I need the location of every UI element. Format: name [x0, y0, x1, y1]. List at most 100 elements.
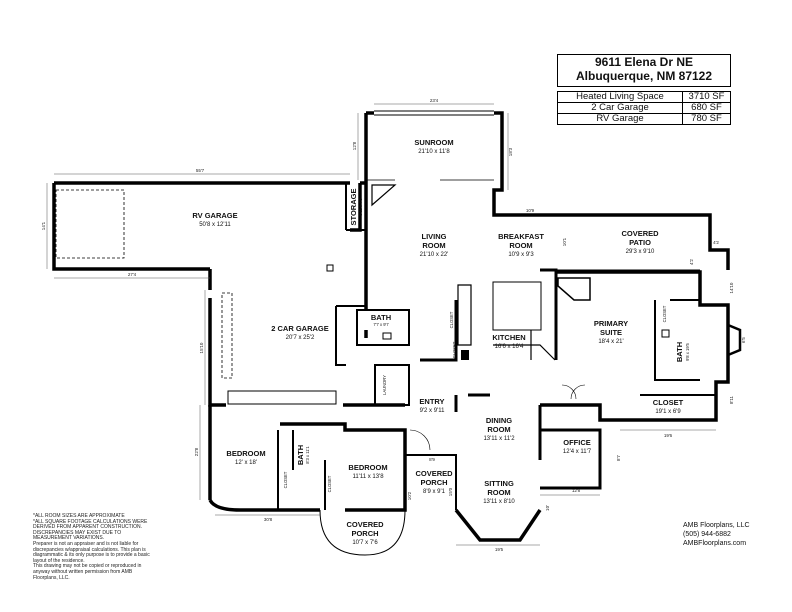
sunroom-dims: 21'10 x 11'8 [418, 149, 450, 155]
toilet-fixture [326, 264, 334, 272]
disclaimer-line: Preparer is not an appraiser and is not … [33, 540, 139, 547]
kitchen-wall [420, 268, 558, 362]
disclaimer-line: anyway without written permission from A… [33, 568, 133, 575]
dim-label: 30'8 [264, 517, 273, 522]
sunroom-label: SUNROOM [414, 138, 453, 147]
closet-entry-label: CLOSET [449, 311, 454, 328]
rv-garage-label: RV GARAGE [192, 211, 237, 220]
porch2-dims: 10'7 x 7'6 [352, 540, 378, 546]
primary-label-2: SUITE [600, 328, 622, 337]
sitting-label-2: ROOM [487, 488, 510, 497]
office-label: OFFICE [563, 438, 591, 447]
storage-dims: 5'11 x 7'8 [358, 198, 363, 216]
primary-walls [540, 270, 730, 422]
bath1-walls [356, 309, 410, 346]
disclaimer-line: DERIVED FROM APPARENT CONSTRUCTION. [33, 524, 142, 531]
entry-dims: 9'2 x 9'11 [420, 408, 446, 414]
breakfast-dims: 10'9 x 9'3 [508, 252, 534, 258]
primary-bath-label: BATH [675, 342, 684, 362]
bedroom-interior [277, 430, 326, 510]
sunroom-walls [364, 111, 556, 230]
fridge [461, 350, 469, 360]
porch2-label: COVERED [346, 520, 384, 529]
dim-label: 4'2 [689, 259, 694, 265]
living-dims: 21'10 x 22' [420, 252, 449, 258]
dim-label: 12'8 [352, 141, 357, 150]
company-website[interactable]: AMBFloorplans.com [683, 540, 747, 547]
kitchen-dims: 16'6 x 16'4 [495, 344, 524, 350]
disclaimer-line: *ALL SQUARE FOOTAGE CALCULATIONS WERE [33, 518, 148, 525]
bath1-dims: 7'7 x 9'7 [373, 322, 389, 327]
address-line-1: 9611 Elena Dr NE [594, 55, 694, 69]
sunroom-window [374, 110, 494, 116]
office-dims: 12'4 x 11'7 [563, 449, 592, 455]
bedroom2-dims: 11'11 x 13'8 [352, 474, 384, 480]
garage2-dims: 20'7 x 25'2 [286, 335, 315, 341]
door-swing [409, 384, 586, 451]
disclaimer-line: MEASUREMENT VARIATIONS. [33, 535, 105, 542]
dining-label-2: ROOM [487, 425, 510, 434]
bedroom1-dims: 12' x 18' [235, 460, 257, 466]
rv-door [55, 189, 125, 259]
primary-label: PRIMARY [594, 319, 628, 328]
rv-garage-walls [52, 181, 365, 271]
area-value: 780 SF [682, 113, 731, 125]
disclaimer-line: discrepancies w/appraisal calculations. … [33, 546, 146, 553]
address-block: 9611 Elena Dr NE Albuquerque, NM 87122 [557, 54, 731, 87]
bath-sink [382, 332, 392, 340]
dim-label: 15'0 [448, 487, 453, 496]
porch1-dims: 8'9 x 9'1 [423, 489, 446, 495]
area-label: RV Garage [557, 113, 683, 125]
kitchen-counter [457, 284, 556, 361]
dim-label: 19'5 [495, 547, 504, 552]
bedroom2-label: BEDROOM [348, 463, 387, 472]
dim-label: 22'8 [194, 447, 199, 456]
entry-walls [454, 393, 602, 490]
disclaimer-line: DISCREPANCIES MAY EXIST DUE TO [33, 529, 122, 536]
disclaimer-line: This drawing may not be copied or reprod… [33, 563, 142, 570]
dim-label: 27'4 [128, 272, 137, 277]
dim-label: 8'9 [429, 457, 435, 462]
dim-label: 10'9 [526, 208, 535, 213]
dim-line [46, 103, 716, 546]
company-info: AMB Floorplans, LLC (505) 944-6882 AMBFl… [683, 521, 750, 548]
rv-garage-dims: 50'8 x 12'11 [199, 222, 231, 228]
covered-porch-walls [405, 454, 457, 510]
dim-label: 8'11 [729, 395, 734, 404]
bath1-label: BATH [371, 313, 391, 322]
bath2-label: BATH [296, 445, 305, 465]
closet-main-label: CLOSET [653, 398, 684, 407]
closet-bed2-label: CLOSET [327, 475, 332, 492]
bedroom-walls [208, 405, 407, 512]
entry-label: ENTRY [419, 397, 444, 406]
fireplace [371, 184, 397, 207]
porch1-label-2: PORCH [420, 478, 447, 487]
dim-label: 6'5 [741, 337, 746, 343]
porch2-label-2: PORCH [351, 529, 378, 538]
dim-label: 10'2 [407, 491, 412, 500]
kitchen-island [492, 281, 542, 331]
primary-bath-walls [654, 299, 700, 381]
sitting-label: SITTING [484, 479, 514, 488]
garage2-label: 2 CAR GARAGE [271, 324, 329, 333]
dim-label: 8'7 [616, 455, 621, 461]
dining-label: DINING [486, 416, 512, 425]
breakfast-label-2: ROOM [509, 241, 532, 250]
garage-step [227, 390, 337, 405]
disclaimer-line: *ALL ROOM SIZES ARE APPROXIMATE [33, 513, 125, 519]
closet-small-label: CLOSET [452, 341, 457, 358]
breakfast-label: BREAKFAST [498, 232, 544, 241]
dining-dims: 13'11 x 11'2 [483, 436, 515, 442]
primary-dims: 18'4 x 21' [598, 339, 623, 345]
bedroom1-label: BEDROOM [226, 449, 265, 458]
porch-arc [319, 509, 406, 556]
closet-bed1-label: CLOSET [283, 471, 288, 488]
primary-bay [727, 323, 742, 357]
patio-label: COVERED [621, 229, 659, 238]
garage-door [221, 292, 233, 379]
dimension-labels: 23'4 55'7 27'4 14'1 12'8 18'3 10'9 10'1 … [41, 98, 746, 552]
dining-bay [454, 508, 542, 542]
dim-label: 55'7 [196, 168, 205, 173]
area-table: Heated Living Space 3710 SF 2 Car Garage… [557, 91, 731, 125]
company-phone: (505) 944-6882 [683, 531, 731, 538]
